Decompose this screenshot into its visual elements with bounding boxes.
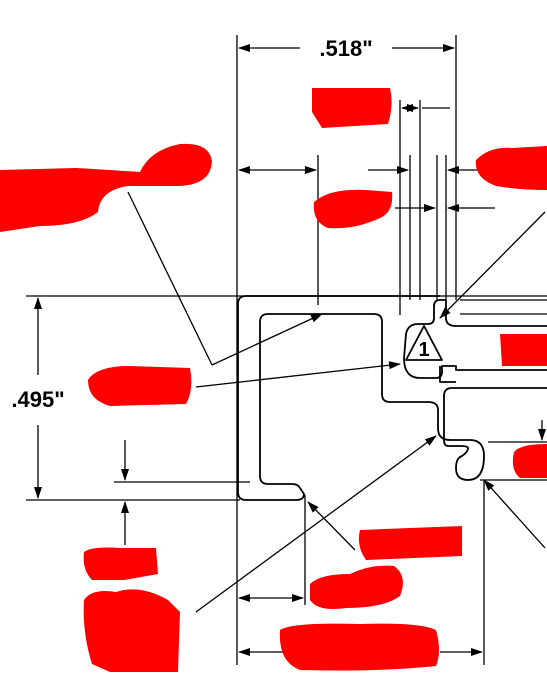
- callout-triangle-marker: 1: [405, 325, 443, 361]
- dimension-labels: .518" .495": [2, 32, 392, 423]
- redaction-mark: [310, 565, 403, 609]
- redaction-mark: [512, 444, 547, 478]
- dimension-lines: [34, 44, 546, 656]
- callout-number: 1: [418, 339, 429, 361]
- width-dimension-label: .518": [319, 36, 372, 61]
- redaction-mark: [88, 366, 192, 406]
- leader-lines: [127, 191, 546, 613]
- extrusion-profile: [237, 295, 547, 501]
- redaction-mark: [500, 334, 547, 366]
- redaction-mark: [0, 143, 212, 232]
- redaction-mark: [279, 623, 439, 671]
- redaction-marks: [0, 88, 547, 672]
- redaction-mark: [83, 547, 158, 580]
- redaction-mark: [313, 189, 393, 229]
- height-dimension-label: .495": [11, 387, 64, 412]
- redaction-mark: [358, 526, 462, 560]
- redaction-mark: [83, 589, 180, 672]
- redaction-mark: [475, 146, 547, 190]
- redaction-mark: [312, 88, 392, 128]
